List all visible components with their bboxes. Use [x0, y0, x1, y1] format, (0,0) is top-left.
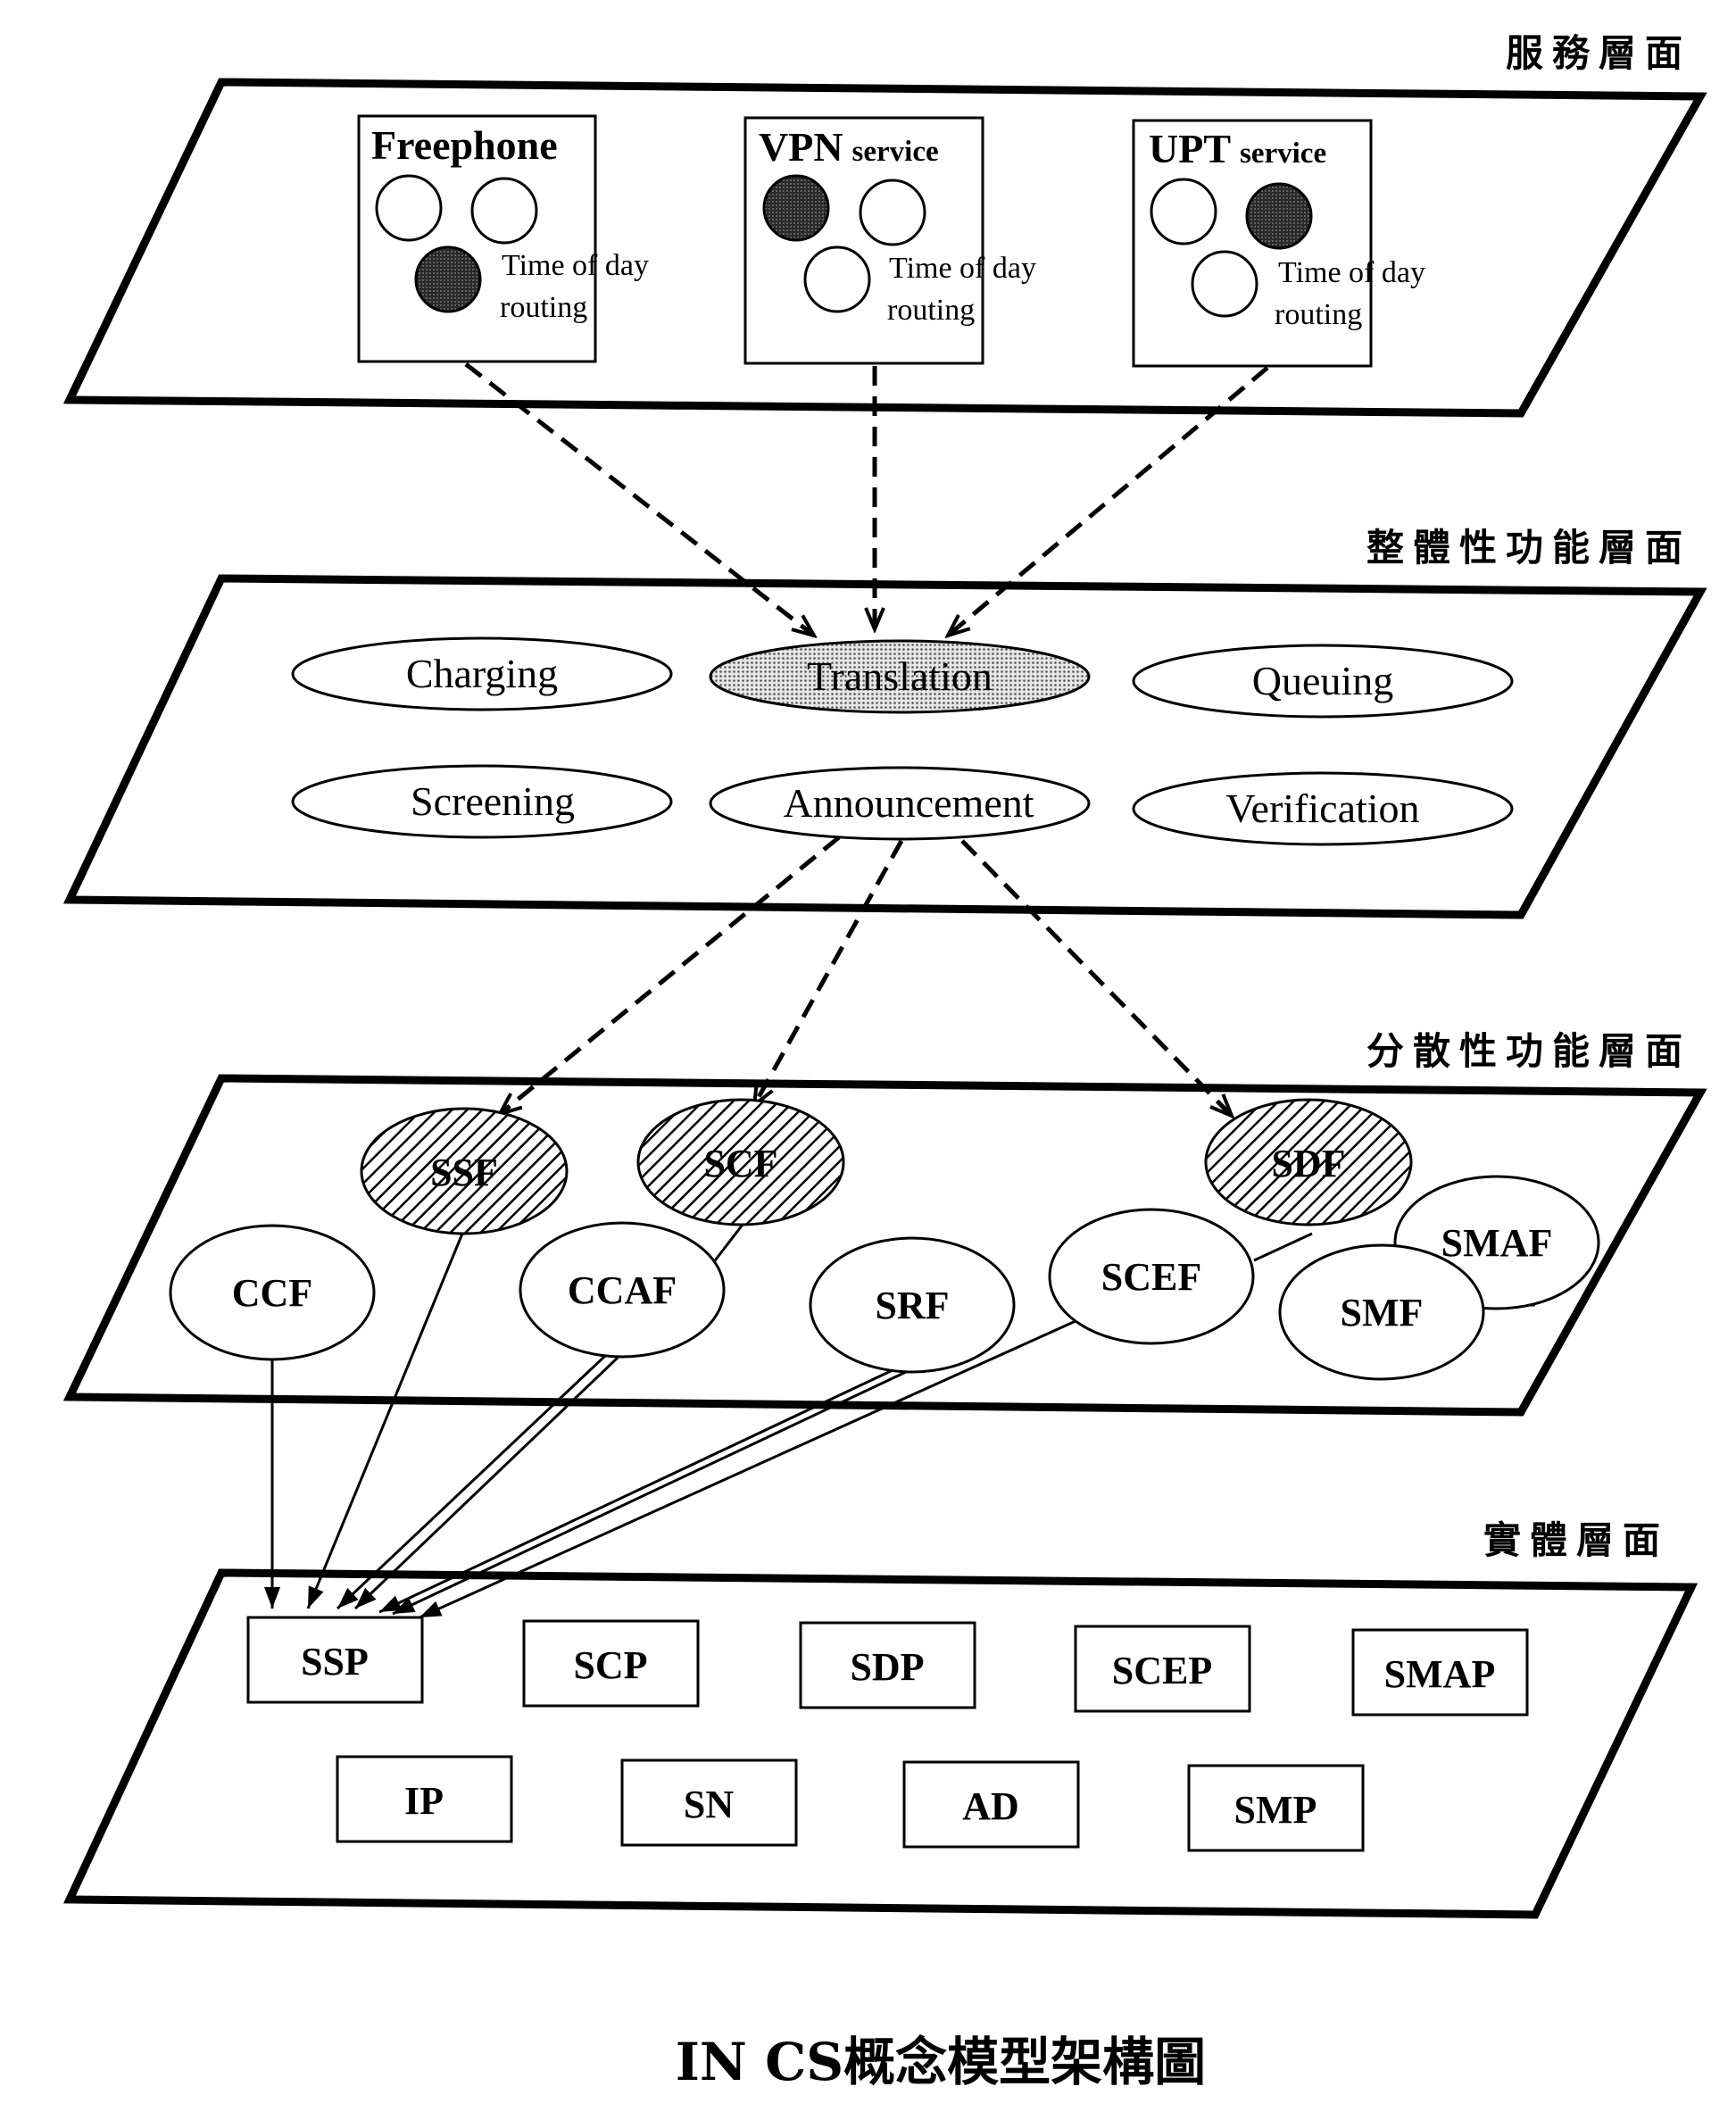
- pe-label: SCEP: [1112, 1649, 1212, 1692]
- pe-label: SMAP: [1384, 1652, 1496, 1696]
- solid-arrow: [336, 1354, 607, 1610]
- fe-smf: SMF: [1278, 1243, 1485, 1381]
- sib-circle: [1150, 178, 1217, 245]
- function-label: Charging: [406, 651, 558, 696]
- service-to-function-arrows: [464, 362, 1269, 636]
- function-screening: Screening: [291, 764, 673, 839]
- solid-arrow: [306, 1233, 464, 1609]
- function-charging: Charging: [291, 636, 673, 711]
- function-translation: Translation: [709, 639, 1091, 714]
- dashed-arrow: [948, 366, 1269, 636]
- pe-label: AD: [962, 1784, 1019, 1828]
- layer-label-global-functional: 整體性功能層面: [1366, 526, 1691, 569]
- pe-label: SN: [684, 1783, 734, 1826]
- service-note-line2: routing: [1275, 298, 1362, 331]
- fe-label: SDF: [1271, 1142, 1345, 1185]
- service-title-group: VPN service: [759, 124, 939, 170]
- pe-scep: SCEP: [1074, 1625, 1251, 1713]
- layer-label-distributed-functional: 分散性功能層面: [1366, 1029, 1691, 1073]
- fe-ccf: CCF: [169, 1224, 376, 1361]
- function-label: Queuing: [1252, 658, 1393, 703]
- fe-label: SRF: [875, 1284, 949, 1327]
- pe-label: SMP: [1234, 1788, 1317, 1832]
- solid-arrow: [392, 1370, 907, 1616]
- service-plane: [62, 78, 1707, 418]
- fe-scef: SCEF: [1048, 1208, 1255, 1345]
- service-freephone: Freephone Time of day routing: [357, 114, 649, 363]
- sib-circle: [803, 245, 871, 313]
- pe-label: SDP: [850, 1645, 924, 1689]
- service-note-line2: routing: [887, 294, 975, 327]
- pe-sn: SN: [620, 1758, 798, 1847]
- fe-label: CCF: [232, 1271, 312, 1315]
- service-upt: UPT service Time of day routing: [1132, 119, 1425, 368]
- service-note-line1: Time of day: [889, 252, 1036, 285]
- service-subtitle: service: [1240, 137, 1326, 170]
- service-title: VPN: [759, 124, 843, 170]
- dashed-arrow: [754, 839, 904, 1105]
- function-label: Announcement: [783, 780, 1034, 826]
- pe-sdp: SDP: [799, 1621, 976, 1709]
- pe-smap: SMAP: [1351, 1628, 1529, 1717]
- service-subtitle: service: [852, 136, 939, 168]
- solid-arrow: [419, 1319, 1076, 1619]
- dashed-arrow: [464, 362, 814, 636]
- sib-circle: [470, 177, 538, 245]
- sib-circle-selected: [414, 245, 482, 313]
- fe-scf: SCF: [636, 1098, 845, 1226]
- layer-label-service: 服務層面: [1506, 31, 1691, 75]
- pe-ad: AD: [902, 1760, 1080, 1849]
- solid-arrow: [353, 1356, 619, 1610]
- fe-srf: SRF: [809, 1236, 1016, 1374]
- fe-ssf: SSF: [360, 1107, 569, 1235]
- connector-scef-sdf: [1253, 1232, 1313, 1262]
- physical-plane: [62, 1568, 1699, 1919]
- solid-arrow: [378, 1368, 893, 1614]
- fe-label: SMF: [1341, 1291, 1424, 1334]
- pe-smp: SMP: [1187, 1764, 1365, 1852]
- layer-label-physical: 實體層面: [1483, 1518, 1669, 1562]
- fe-label: SSF: [430, 1151, 498, 1194]
- service-note-line1: Time of day: [1278, 256, 1425, 289]
- pe-scp: SCP: [522, 1619, 700, 1708]
- sib-circle: [1191, 250, 1258, 318]
- function-announcement: Announcement: [709, 766, 1091, 841]
- function-label: Screening: [411, 778, 575, 824]
- fe-sdf: SDF: [1204, 1098, 1413, 1226]
- pe-label: SCP: [573, 1643, 647, 1687]
- service-title: Freephone: [371, 122, 558, 168]
- sib-circle-selected: [1245, 182, 1313, 250]
- fe-label: SMAF: [1441, 1221, 1553, 1265]
- dashed-arrow: [500, 836, 841, 1114]
- function-label: Translation: [807, 653, 993, 699]
- service-note-line2: routing: [500, 291, 587, 324]
- figure-caption: IN CS概念模型架構圖: [676, 2032, 1206, 2092]
- fe-label: SCEF: [1101, 1255, 1201, 1299]
- fe-to-ssp-arrows: [264, 1233, 1076, 1619]
- function-label: Verification: [1225, 786, 1419, 831]
- pe-label: IP: [404, 1779, 444, 1823]
- sib-circle: [859, 179, 926, 246]
- pe-ssp: SSP: [246, 1616, 424, 1704]
- global-functional-plane: [62, 574, 1707, 919]
- dashed-arrow: [960, 839, 1232, 1116]
- function-queuing: Queuing: [1132, 644, 1514, 719]
- sib-circle-selected: [762, 174, 830, 242]
- service-title: UPT: [1149, 126, 1231, 171]
- function-to-dfe-arrows: [500, 836, 1232, 1116]
- fe-ccaf: CCAF: [519, 1221, 726, 1359]
- fe-label: CCAF: [568, 1268, 677, 1312]
- service-box: [743, 116, 984, 365]
- fe-label: SCF: [703, 1142, 777, 1185]
- sib-circle: [375, 174, 443, 242]
- function-verification: Verification: [1132, 771, 1514, 846]
- service-vpn: VPN service Time of day routing: [743, 116, 1036, 365]
- pe-ip: IP: [336, 1755, 513, 1843]
- service-note-line1: Time of day: [502, 249, 649, 282]
- service-title-group: UPT service: [1149, 126, 1326, 171]
- pe-label: SSP: [301, 1640, 369, 1684]
- connector-ccaf-scf: [708, 1220, 747, 1268]
